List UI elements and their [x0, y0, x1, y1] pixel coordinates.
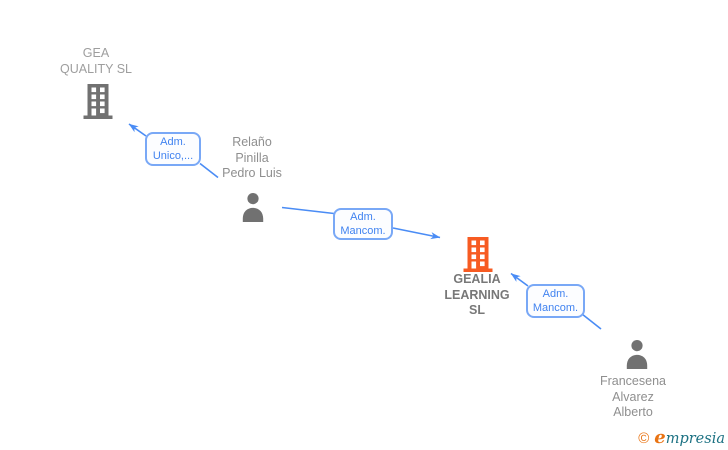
brand-rest: mpresia [665, 431, 725, 447]
edge-admmancom1-to-gealia [392, 227, 441, 240]
building-icon [83, 84, 113, 119]
brand-wordmark: empresia [654, 427, 725, 448]
company-name-line: QUALITY SL [59, 61, 133, 76]
company-name-line: LEARNING [444, 287, 510, 302]
company-name-line: SL [469, 303, 485, 317]
empresia-logo[interactable]: © empresia [638, 427, 725, 448]
person-icon [242, 193, 264, 222]
copyright-icon: © [638, 430, 650, 447]
person-name-line: Francesena [599, 374, 666, 388]
edge-francesena-to-admmancom2 [581, 313, 602, 330]
person-name-line: Pedro Luis [222, 166, 282, 180]
brand-initial: e [654, 427, 666, 448]
edge-admunico-to-gea [128, 123, 147, 137]
relation-label-line: Adm. [542, 287, 569, 300]
edge-relano-to-admmancom1 [281, 206, 335, 215]
person-node-relano-pinilla-pedro-luis[interactable] [241, 192, 265, 222]
person-label-francesena-alvarez-alberto[interactable]: Francesena Alvarez Alberto [573, 374, 693, 421]
relation-box-adm-mancom-2[interactable]: Adm. Mancom. [526, 284, 585, 318]
relation-label-line: Mancom. [340, 225, 386, 237]
company-name-line: GEALIA [453, 272, 501, 286]
person-name-line: Relaño [232, 135, 272, 149]
person-node-francesena-alvarez-alberto[interactable] [625, 339, 649, 369]
person-name-line: Pinilla [235, 150, 269, 165]
relation-box-adm-mancom-1[interactable]: Adm. Mancom. [333, 208, 393, 240]
company-node-gealia-learning-sl[interactable] [463, 237, 493, 272]
person-icon [626, 340, 648, 369]
relation-label-line: Adm. [350, 210, 376, 223]
company-label-gea-quality-sl[interactable]: GEA QUALITY SL [36, 46, 156, 77]
person-name-line: Alvarez [612, 389, 654, 404]
company-name-line: GEA [82, 46, 110, 60]
relation-label-line: Mancom. [532, 302, 579, 314]
company-label-gealia-learning-sl[interactable]: GEALIA LEARNING SL [417, 272, 537, 319]
relation-label-line: Adm. [160, 135, 186, 148]
building-icon [463, 237, 493, 272]
person-name-line: Alberto [613, 405, 653, 419]
relation-label-line: Unico,... [152, 150, 194, 162]
relation-box-adm-unico[interactable]: Adm. Unico,... [145, 132, 201, 166]
company-node-gea-quality-sl[interactable] [83, 84, 113, 119]
person-label-relano-pinilla-pedro-luis[interactable]: Relaño Pinilla Pedro Luis [192, 135, 312, 182]
